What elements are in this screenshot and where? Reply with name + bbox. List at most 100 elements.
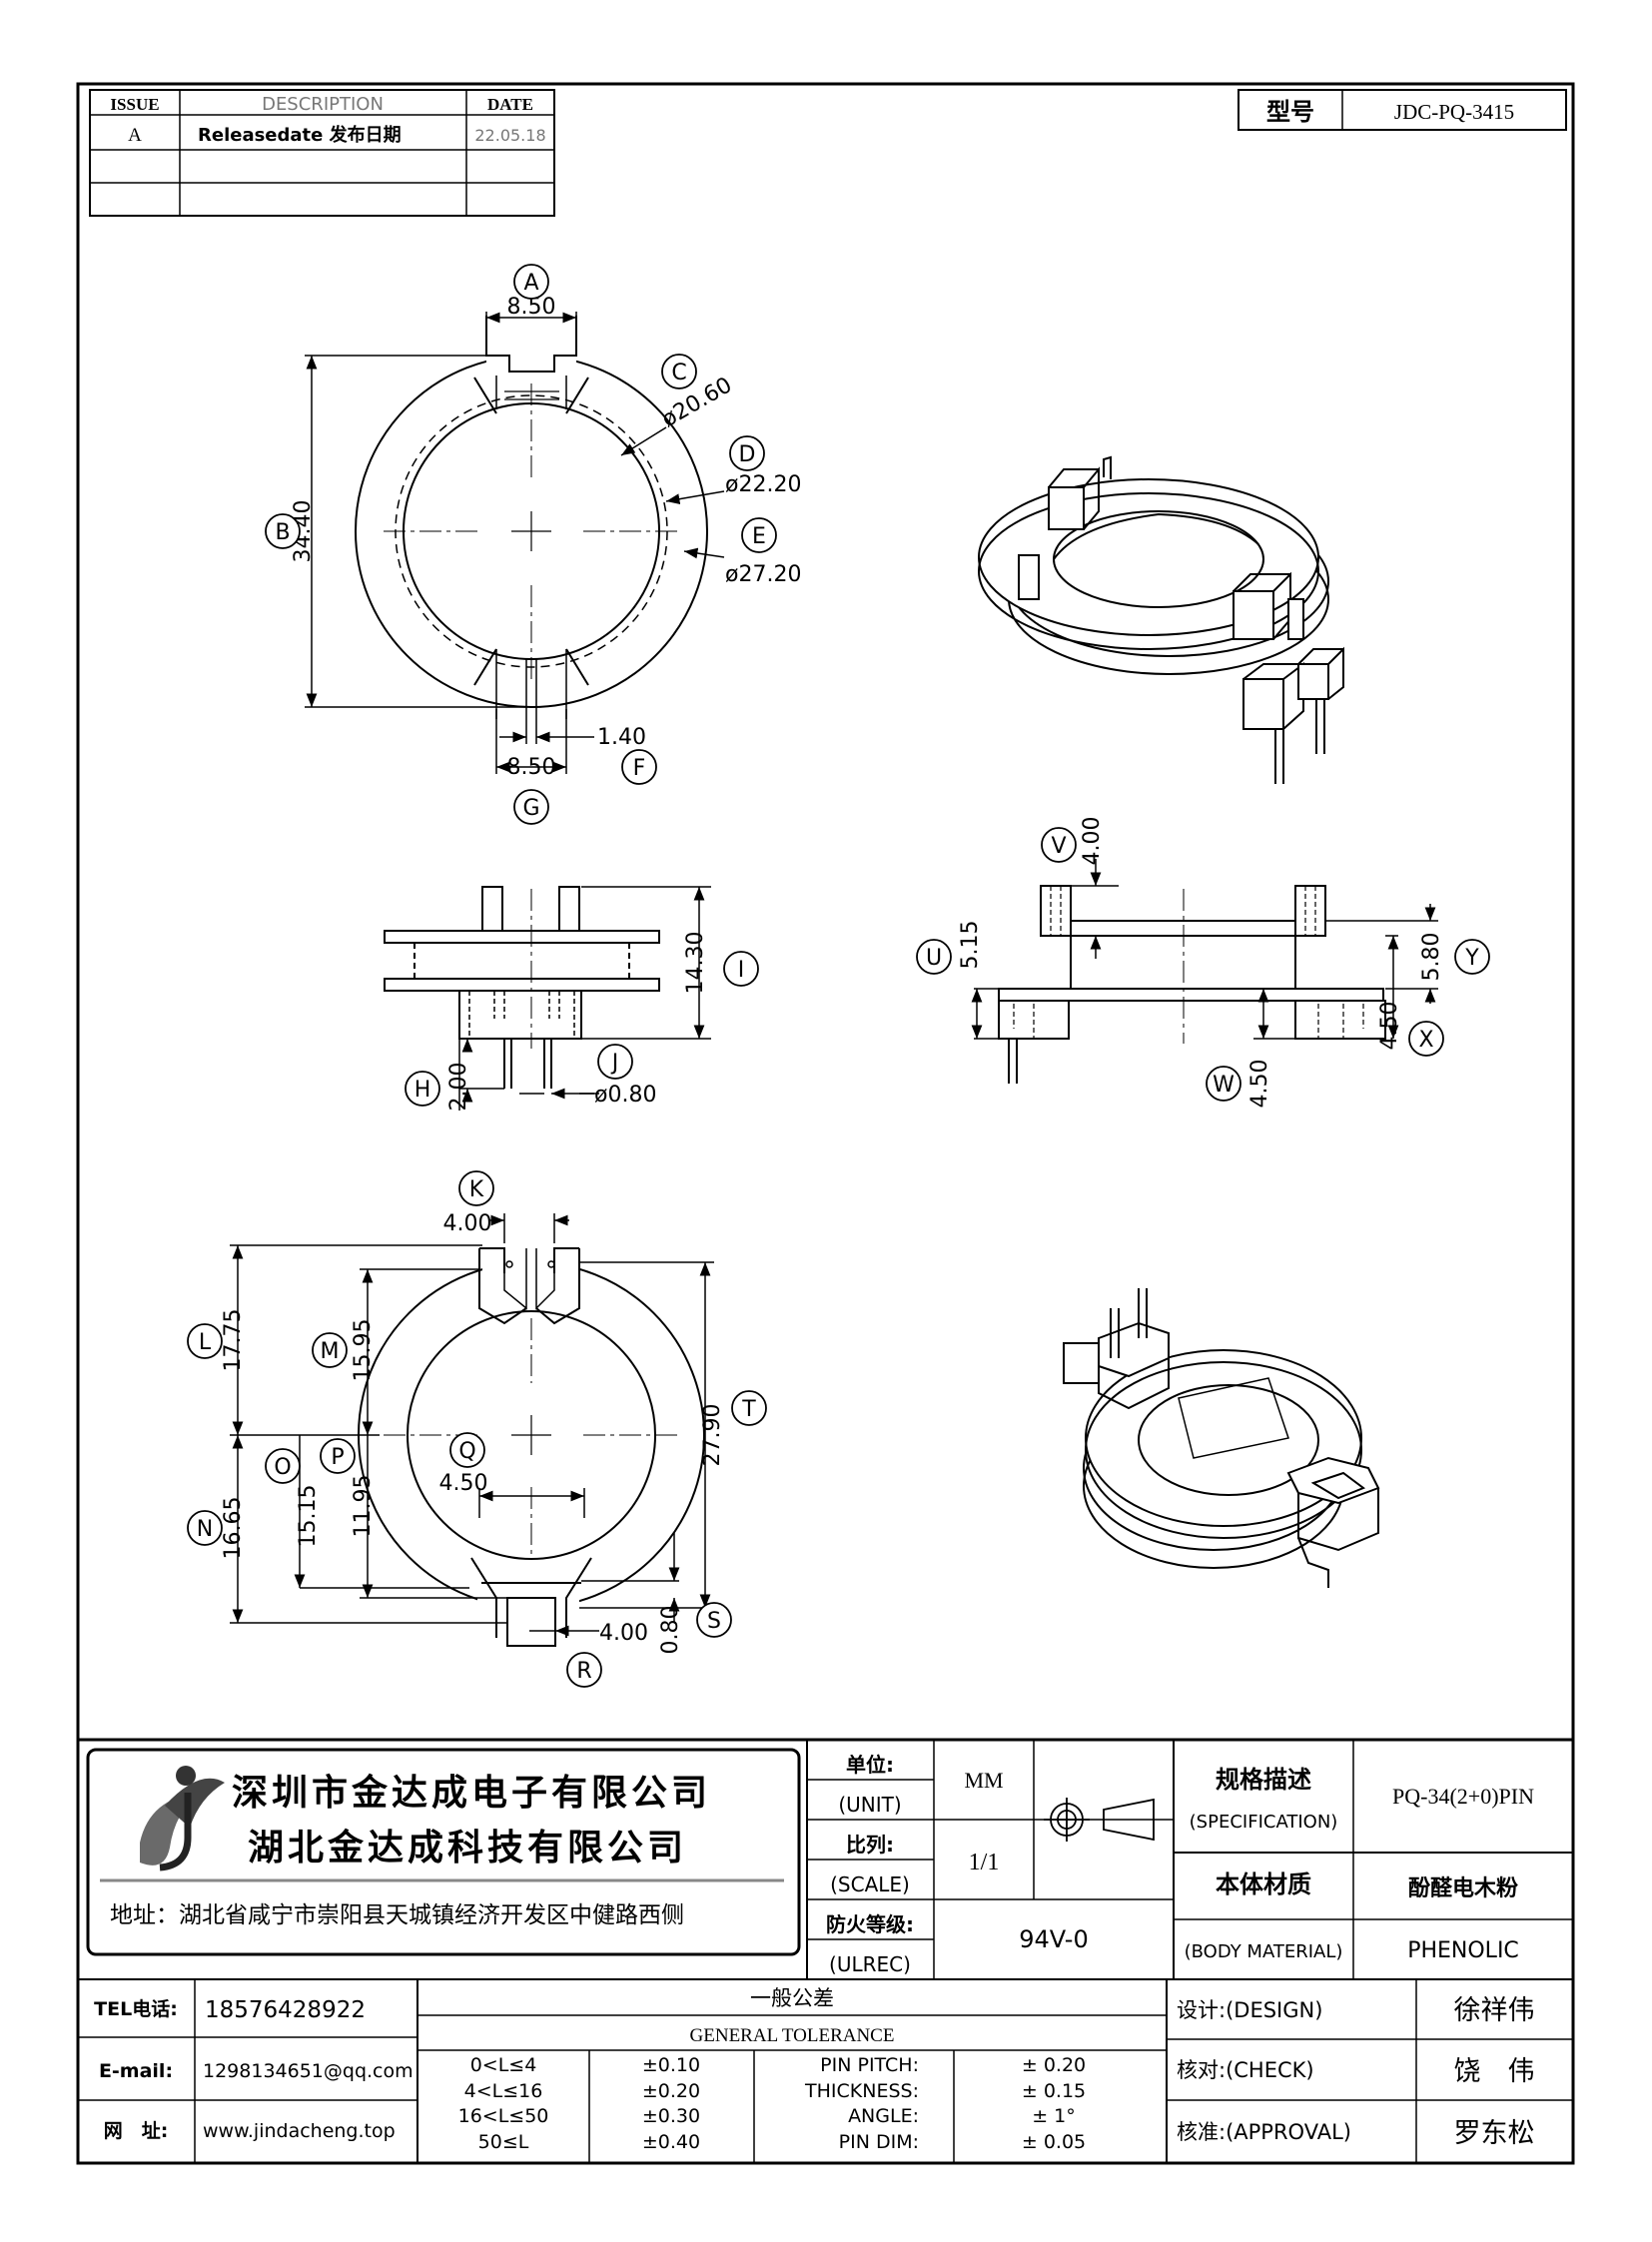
dim-p: 11.95 bbox=[351, 1475, 376, 1538]
tel-value: 18576428922 bbox=[205, 1997, 366, 2023]
tolerance-item-value: ± 0.15 bbox=[1022, 2080, 1086, 2102]
dim-v: 4.00 bbox=[1080, 817, 1105, 866]
spec-label-en: (SPECIFICATION) bbox=[1190, 1812, 1338, 1833]
approval-label: 核准:(APPROVAL) bbox=[1177, 2120, 1351, 2144]
spec-label: 规格描述 bbox=[1216, 1766, 1311, 1794]
callout-h-label: H bbox=[414, 1078, 431, 1103]
tolerance-range-value: ±0.30 bbox=[642, 2105, 700, 2127]
fire-label: 防火等级: bbox=[826, 1912, 914, 1936]
company-address: 地址：湖北省咸宁市崇阳县天城镇经济开发区中健路西侧 bbox=[110, 1902, 684, 1928]
bottom-view-dimensions bbox=[230, 1213, 714, 1638]
callout-d-circle bbox=[729, 435, 765, 471]
tolerance-rows: 0<L≤4±0.104<L≤16±0.2016<L≤50±0.3050≤L±0.… bbox=[458, 2054, 1087, 2153]
scale-value: 1/1 bbox=[969, 1850, 1000, 1875]
fire-label-en: (ULREC) bbox=[829, 1952, 911, 1976]
isometric-view-bottom bbox=[1063, 1288, 1380, 1588]
callout-n-circle bbox=[187, 1510, 223, 1546]
callout-g-label: G bbox=[522, 796, 539, 821]
side-view-dimensions bbox=[971, 859, 1438, 1040]
email-label: E-mail: bbox=[99, 2060, 173, 2082]
callout-f-circle bbox=[621, 749, 657, 785]
dim-j: ø0.80 bbox=[594, 1083, 656, 1108]
material-value-en: PHENOLIC bbox=[1407, 1938, 1519, 1963]
isometric-view-top bbox=[978, 455, 1344, 784]
callout-h-circle bbox=[405, 1071, 440, 1107]
rev-row-issue: A bbox=[128, 125, 142, 146]
projection-symbol-icon bbox=[1044, 1798, 1159, 1842]
callout-m-circle bbox=[312, 1332, 348, 1368]
callout-x-circle bbox=[1408, 1021, 1444, 1057]
material-label-en: (BODY MATERIAL) bbox=[1185, 1941, 1343, 1962]
model-value: JDC-PQ-3415 bbox=[1394, 100, 1514, 124]
callout-d-label: D bbox=[739, 442, 756, 467]
title-block-frame bbox=[76, 1738, 1575, 2165]
tolerance-title-cn: 一般公差 bbox=[750, 1986, 834, 2010]
callout-o-circle bbox=[265, 1448, 301, 1484]
tolerance-item-value: ± 0.05 bbox=[1022, 2131, 1086, 2153]
material-label: 本体材质 bbox=[1216, 1870, 1311, 1898]
callout-s-circle bbox=[696, 1602, 732, 1638]
check-name: 饶 伟 bbox=[1454, 2056, 1535, 2087]
callout-g-circle bbox=[513, 789, 549, 825]
dim-y: 5.80 bbox=[1419, 933, 1444, 982]
callout-l-label: L bbox=[199, 1330, 212, 1355]
callout-e-label: E bbox=[752, 524, 766, 549]
callout-k-circle bbox=[458, 1170, 494, 1206]
dim-n: 16.65 bbox=[221, 1497, 246, 1560]
company-name-1: 深圳市金达成电子有限公司 bbox=[232, 1772, 711, 1814]
callout-a-label: A bbox=[523, 271, 538, 296]
tolerance-item-value: ± 0.20 bbox=[1022, 2054, 1086, 2076]
rev-header-date: DATE bbox=[487, 95, 533, 114]
tolerance-range-value: ±0.10 bbox=[642, 2054, 700, 2076]
dim-t: 27.90 bbox=[700, 1404, 725, 1467]
web-value: www.jindacheng.top bbox=[203, 2120, 396, 2142]
tel-label: TEL电话: bbox=[94, 1997, 178, 2020]
rev-row-description: Releasedate 发布日期 bbox=[198, 124, 402, 146]
unit-value: MM bbox=[964, 1768, 1003, 1793]
front-view-dimensions bbox=[458, 886, 711, 1111]
callout-f-label: F bbox=[633, 756, 646, 781]
callout-q-circle bbox=[449, 1432, 485, 1468]
design-name: 徐祥伟 bbox=[1454, 1995, 1535, 2026]
tolerance-range: 50≤L bbox=[478, 2131, 529, 2153]
spec-value: PQ-34(2+0)PIN bbox=[1392, 1784, 1534, 1809]
callout-v-circle bbox=[1041, 827, 1077, 863]
callout-i-circle bbox=[723, 951, 759, 987]
callout-s-label: S bbox=[707, 1609, 721, 1634]
callout-t-circle bbox=[731, 1390, 767, 1426]
callout-j-label: J bbox=[610, 1051, 619, 1076]
callout-p-circle bbox=[320, 1438, 356, 1474]
dim-g: 8.50 bbox=[507, 755, 556, 780]
side-view bbox=[998, 885, 1386, 1084]
callout-y-circle bbox=[1454, 939, 1490, 975]
callout-r-circle bbox=[566, 1652, 602, 1688]
scale-label: 比列: bbox=[846, 1833, 894, 1857]
tolerance-item-label: THICKNESS: bbox=[804, 2080, 919, 2102]
email-value: 1298134651@qq.com bbox=[203, 2060, 413, 2082]
dim-d: ø22.20 bbox=[725, 472, 801, 497]
callout-t-label: T bbox=[741, 1397, 756, 1422]
tolerance-range: 0<L≤4 bbox=[470, 2054, 537, 2076]
callout-k-label: K bbox=[469, 1177, 484, 1202]
callout-b-label: B bbox=[275, 520, 290, 545]
top-view bbox=[355, 316, 708, 719]
tolerance-range-value: ±0.20 bbox=[642, 2080, 700, 2102]
unit-label: 单位: bbox=[846, 1753, 894, 1777]
dim-l: 17.75 bbox=[221, 1309, 246, 1372]
callout-m-label: M bbox=[321, 1339, 340, 1364]
callout-o-label: O bbox=[274, 1455, 291, 1480]
dim-o: 15.15 bbox=[296, 1485, 321, 1548]
callout-w-label: W bbox=[1213, 1073, 1235, 1098]
callout-r-label: R bbox=[576, 1659, 591, 1684]
callout-x-label: X bbox=[1418, 1028, 1433, 1053]
callout-y-label: Y bbox=[1464, 946, 1479, 971]
callout-n-label: N bbox=[197, 1517, 213, 1542]
callout-c-circle bbox=[661, 354, 697, 389]
callout-c-label: C bbox=[671, 361, 686, 385]
tolerance-range: 4<L≤16 bbox=[464, 2080, 543, 2102]
callout-b-circle bbox=[265, 513, 301, 549]
tolerance-title-en: GENERAL TOLERANCE bbox=[690, 2025, 895, 2046]
unit-label-en: (UNIT) bbox=[838, 1793, 901, 1817]
